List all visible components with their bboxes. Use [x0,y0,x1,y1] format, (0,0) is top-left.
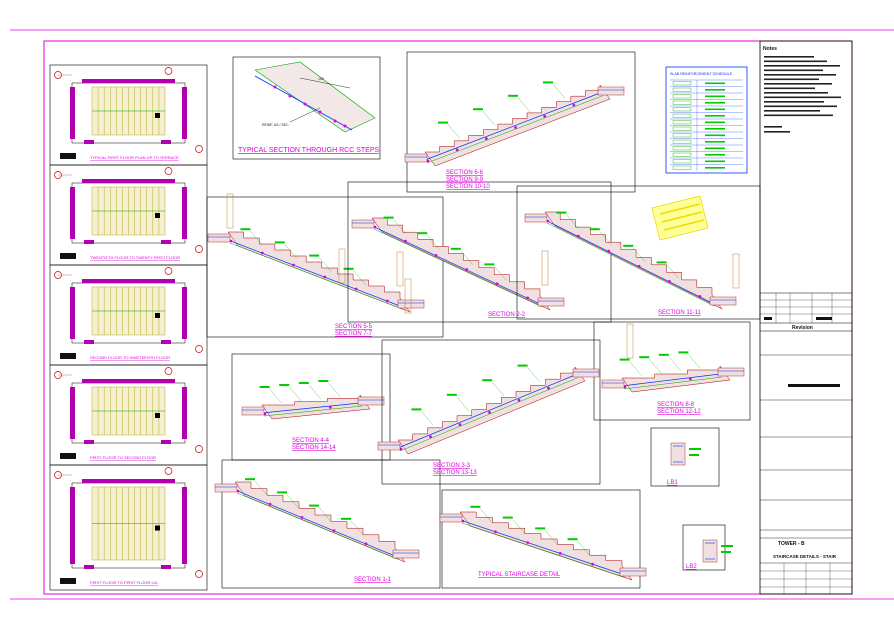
floor-plan-5: FIRST FLOOR TO FIRST FLOOR LVL [49,464,208,591]
section-8-8-panel [593,321,751,421]
section-panels [206,51,761,589]
drawing-subtitle: STAIRCASE DETAILS - STAIR [773,554,837,559]
floor-plan-title: FIRST FLOOR TO SECOND FLOOR [90,455,156,460]
lintel-detail-1 [650,427,720,487]
typical-section-panel: REINF. AS / SEC 150 TYPICAL SECTION THRO… [232,56,381,160]
floor-plan-4: FIRST FLOOR TO SECOND FLOOR [49,364,208,466]
section-11-11-title: SECTION 11-11 [658,310,701,316]
section-titles: SECTION 6-6 SECTION 9-9 SECTION 10-10 SE… [292,170,701,583]
floor-plan-title: FIRST FLOOR TO FIRST FLOOR LVL [90,580,159,585]
section-3-3-title: SECTION 3-3 [433,463,471,469]
section-4-4-panel [231,353,391,461]
section-7-7-title: SECTION 7-7 [335,331,373,337]
section-1-1-panel [214,459,441,589]
section-1-1-title: SECTION 1-1 [354,577,392,583]
floor-plans-column: TYPICAL FIRST FLOOR PLAN UP TO TERRACE TW… [49,64,208,591]
section-10-10-title: SECTION 10-10 [446,184,490,190]
floor-plan-title: TYPICAL FIRST FLOOR PLAN UP TO TERRACE [90,155,179,160]
title-block: Notes Revision TOWER - B STAIRCASE DETAI… [759,40,853,595]
typical-staircase-detail-panel [439,489,647,589]
section-13-13-title: SECTION 13-13 [433,470,477,476]
section-6-6-panel [404,51,636,193]
section-11-11-panel [516,185,761,320]
section-3-3-panel [377,339,601,485]
section-4-4-title: SECTION 4-4 [292,438,330,444]
floor-plan-title: TWENTIETH FLOOR TO TWENTY FIRST FLOOR [90,255,180,260]
floor-plan-3: SECOND FLOOR TO NINETEENTH FLOOR [49,264,208,366]
typical-section-reinf-note: REINF. AS / SEC [262,123,289,127]
typical-staircase-detail-title: TYPICAL STAIRCASE DETAIL [478,572,561,578]
section-5-5-title: SECTION 5-5 [335,324,373,330]
section-5-5-panel [206,196,444,338]
lintel-detail-2 [682,524,733,571]
approval-stamp [651,195,709,241]
section-6-6-title: SECTION 6-6 [446,170,484,176]
section-14-14-title: SECTION 14-14 [292,445,336,451]
typical-section-title: TYPICAL SECTION THROUGH RCC STEPS [238,147,380,154]
lb1-title: LB1 [667,480,678,486]
floor-plan-title: SECOND FLOOR TO NINETEENTH FLOOR [90,355,170,360]
lb2-title: LB2 [686,564,697,570]
typical-section-dim-note: 150 [318,77,324,81]
notes-title: Notes [763,46,777,52]
floor-plan-1: TYPICAL FIRST FLOOR PLAN UP TO TERRACE [49,64,208,166]
section-8-8-title: SECTION 8-8 [657,402,695,408]
section-2-2-title: SECTION 2-2 [488,312,526,318]
revision-label: Revision [792,325,813,331]
drawing-title: TOWER - B [778,541,805,547]
reinforcement-legend: SLAB REINFORCEMENT SCHEDULE [665,66,748,174]
section-12-12-title: SECTION 12-12 [657,409,701,415]
section-9-9-title: SECTION 9-9 [446,177,484,183]
section-2-2-panel [347,181,612,323]
legend-title: SLAB REINFORCEMENT SCHEDULE [670,72,733,76]
floor-plan-2: TWENTIETH FLOOR TO TWENTY FIRST FLOOR [49,164,208,266]
